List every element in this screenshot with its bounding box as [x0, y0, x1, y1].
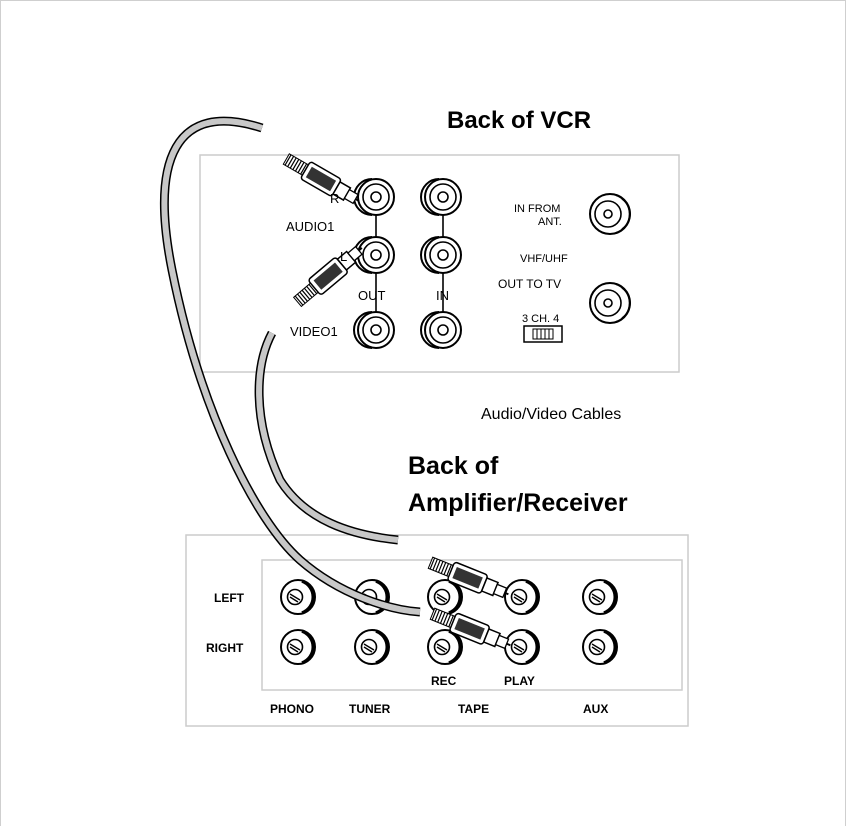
audio-r-out-jack [353, 178, 395, 216]
label-out: OUT [358, 288, 386, 303]
label-r: R [330, 191, 339, 206]
label-play: PLAY [504, 674, 535, 688]
label-right: RIGHT [206, 641, 244, 655]
audio-r-in-jack [420, 178, 462, 216]
out-to-tv-jack [589, 282, 632, 324]
phono-left-jack [279, 578, 317, 616]
label-in-from: IN FROM [514, 203, 560, 215]
amp-title-line2: Amplifier/Receiver [408, 489, 628, 517]
aux-left-jack [581, 578, 619, 616]
video-in-jack [420, 311, 462, 349]
label-audio1: AUDIO1 [286, 219, 334, 234]
label-out-to-tv: OUT TO TV [498, 277, 561, 291]
label-tuner: TUNER [349, 702, 391, 716]
channel-switch[interactable] [523, 325, 563, 343]
label-phono: PHONO [270, 702, 314, 716]
label-video1: VIDEO1 [290, 324, 338, 339]
label-cables: Audio/Video Cables [481, 406, 621, 423]
antenna-in-jack [589, 193, 632, 235]
cable-audio-left [254, 330, 399, 545]
tape-rec-left-jack [426, 578, 464, 616]
phono-right-jack [279, 628, 317, 666]
label-in: IN [436, 288, 449, 303]
cable-audio-right [159, 116, 421, 617]
label-tape: TAPE [458, 702, 489, 716]
label-ant: ANT. [538, 216, 562, 228]
label-channel: 3 CH. 4 [522, 313, 559, 325]
audio-l-in-jack [420, 236, 462, 274]
label-aux: AUX [583, 702, 608, 716]
vcr-title: Back of VCR [447, 107, 591, 134]
tape-play-left-jack [503, 578, 541, 616]
tape-play-right-jack [503, 628, 541, 666]
label-rec: REC [431, 674, 457, 688]
amplifier-inner-panel [261, 559, 683, 691]
label-l: L [340, 249, 347, 264]
label-left: LEFT [214, 591, 245, 605]
amp-title-line1: Back of [408, 452, 499, 480]
tuner-right-jack [353, 628, 391, 666]
aux-right-jack [581, 628, 619, 666]
video-out-jack [353, 311, 395, 349]
label-vhf-uhf: VHF/UHF [520, 253, 568, 265]
